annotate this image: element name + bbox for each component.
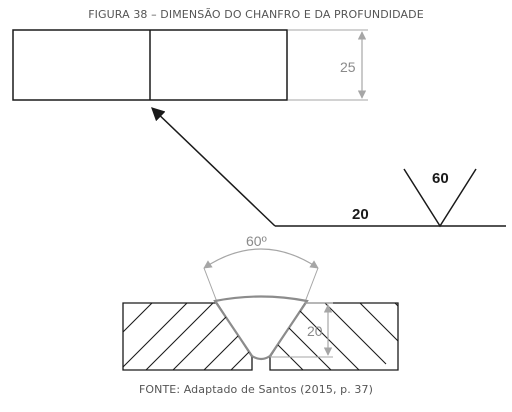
depth-label: 20 [307, 323, 323, 339]
groove-angle-value: 60 [432, 170, 449, 187]
arrow-line [151, 107, 276, 227]
weld-bead [213, 295, 309, 361]
thickness-dimension: 25 [288, 29, 368, 101]
weld-symbol: 60 20 [151, 107, 506, 228]
angle-arc [203, 248, 319, 269]
left-plate-hatch [122, 302, 250, 371]
right-plate-hatch [277, 302, 399, 371]
angle-leader-right [304, 267, 319, 303]
thickness-value: 25 [340, 59, 356, 75]
figure-source: FONTE: Adaptado de Santos (2015, p. 37) [138, 383, 374, 396]
angle-leader-left [203, 267, 218, 303]
v-groove-symbol [403, 168, 477, 228]
weld-cross-section: 60º 20 [122, 233, 399, 371]
figure-title: FIGURA 38 – DIMENSÃO DO CHANFRO E DA PRO… [88, 8, 424, 21]
joined-plates [12, 29, 288, 101]
angle-label: 60º [246, 233, 267, 249]
groove-depth-value: 20 [352, 206, 369, 223]
left-plate [122, 302, 253, 371]
right-plate [269, 302, 399, 371]
